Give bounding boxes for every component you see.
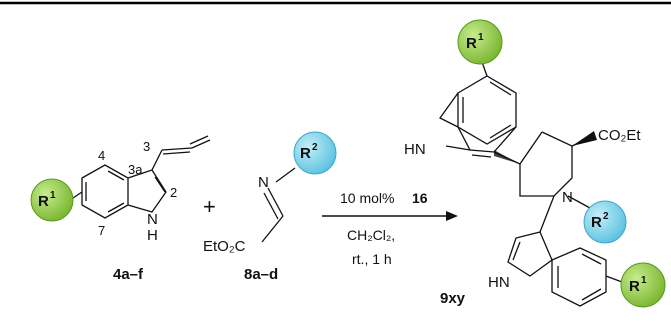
atom-label-2: 2 [170,185,177,200]
r1-index: 1 [641,275,647,286]
reactant-vinylindole [69,135,211,219]
indole-n: N [147,211,158,228]
r1-label: R [38,193,49,210]
product-structure [439,61,623,307]
r1-index: 1 [478,32,484,43]
product-label: 9xy [440,290,466,307]
r2-substituent-reactant: R 2 [293,131,337,175]
atom-label-4: 4 [98,148,105,163]
hashed-bond-c4 [494,150,520,164]
reactant2-label: 8a–d [244,266,278,283]
r1-label: R [466,35,477,52]
r1-index: 1 [50,190,56,201]
r1-label: R [629,278,640,295]
reactant1-label: 4a–f [113,266,144,283]
solvent: CH₂Cl₂, [347,227,395,243]
time-temperature: rt., 1 h [352,251,392,267]
r2-index: 2 [603,211,609,222]
product-hn-bottom: HN [488,274,510,291]
r1-substituent-reactant: R 1 [30,178,74,222]
indole-h: H [147,227,158,244]
imine-n: N [258,174,269,191]
r2-label: R [591,214,602,231]
plus-sign: + [203,194,216,219]
atom-label-3a: 3a [128,162,143,177]
atom-label-7: 7 [98,223,105,238]
product-ester: CO₂Et [598,127,641,144]
catalyst-amount: 10 mol% [340,190,394,206]
reactant-imine [261,167,296,243]
r2-index: 2 [312,142,318,153]
r1-substituent-product-top: R 1 [457,19,503,65]
reaction-arrow [322,211,458,221]
wedge-bond-co2et [572,131,597,146]
product-ring-n: N [562,189,573,206]
r1-substituent-product-bottom: R 1 [620,262,666,308]
atom-label-3: 3 [143,139,150,154]
imine-ester: EtO₂C [203,238,246,255]
r2-label: R [300,145,311,162]
product-hn-top: HN [404,141,426,158]
r2-substituent-product: R 2 [583,200,627,244]
catalyst-id: 16 [412,190,428,206]
